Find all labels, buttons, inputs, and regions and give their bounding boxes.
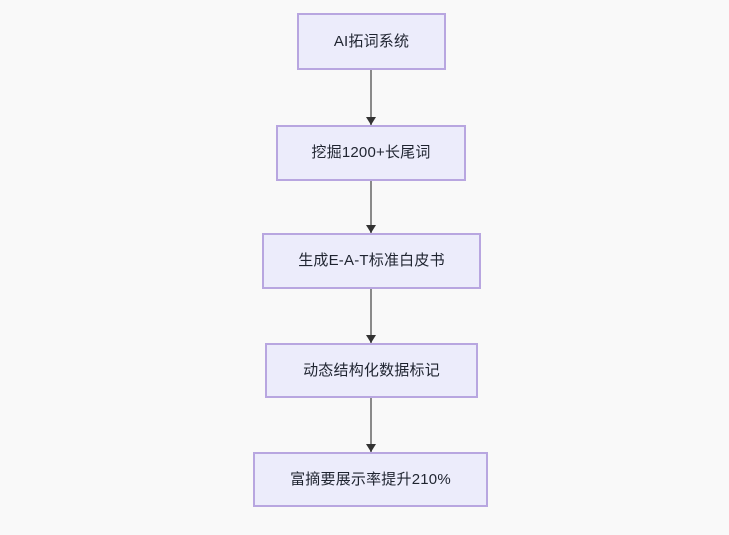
flow-node-dynamic-structured-data-markup[interactable]: 动态结构化数据标记: [265, 343, 478, 398]
arrowhead-icon: [366, 335, 376, 343]
edge-line: [370, 70, 372, 125]
flow-node-ai-keyword-system[interactable]: AI拓词系统: [297, 13, 446, 70]
flow-node-mine-longtail-keywords[interactable]: 挖掘1200+长尾词: [276, 125, 466, 181]
arrowhead-icon: [366, 225, 376, 233]
flow-node-rich-snippet-impression-uplift[interactable]: 富摘要展示率提升210%: [253, 452, 488, 507]
arrowhead-icon: [366, 117, 376, 125]
edge-n3-n4: [366, 289, 376, 343]
edge-line: [370, 289, 372, 343]
edge-n1-n2: [366, 70, 376, 125]
edge-n4-n5: [366, 398, 376, 452]
edge-n2-n3: [366, 181, 376, 233]
edge-line: [370, 398, 372, 452]
flow-node-generate-eat-whitepaper[interactable]: 生成E-A-T标准白皮书: [262, 233, 481, 289]
arrowhead-icon: [366, 444, 376, 452]
edge-line: [370, 181, 372, 233]
